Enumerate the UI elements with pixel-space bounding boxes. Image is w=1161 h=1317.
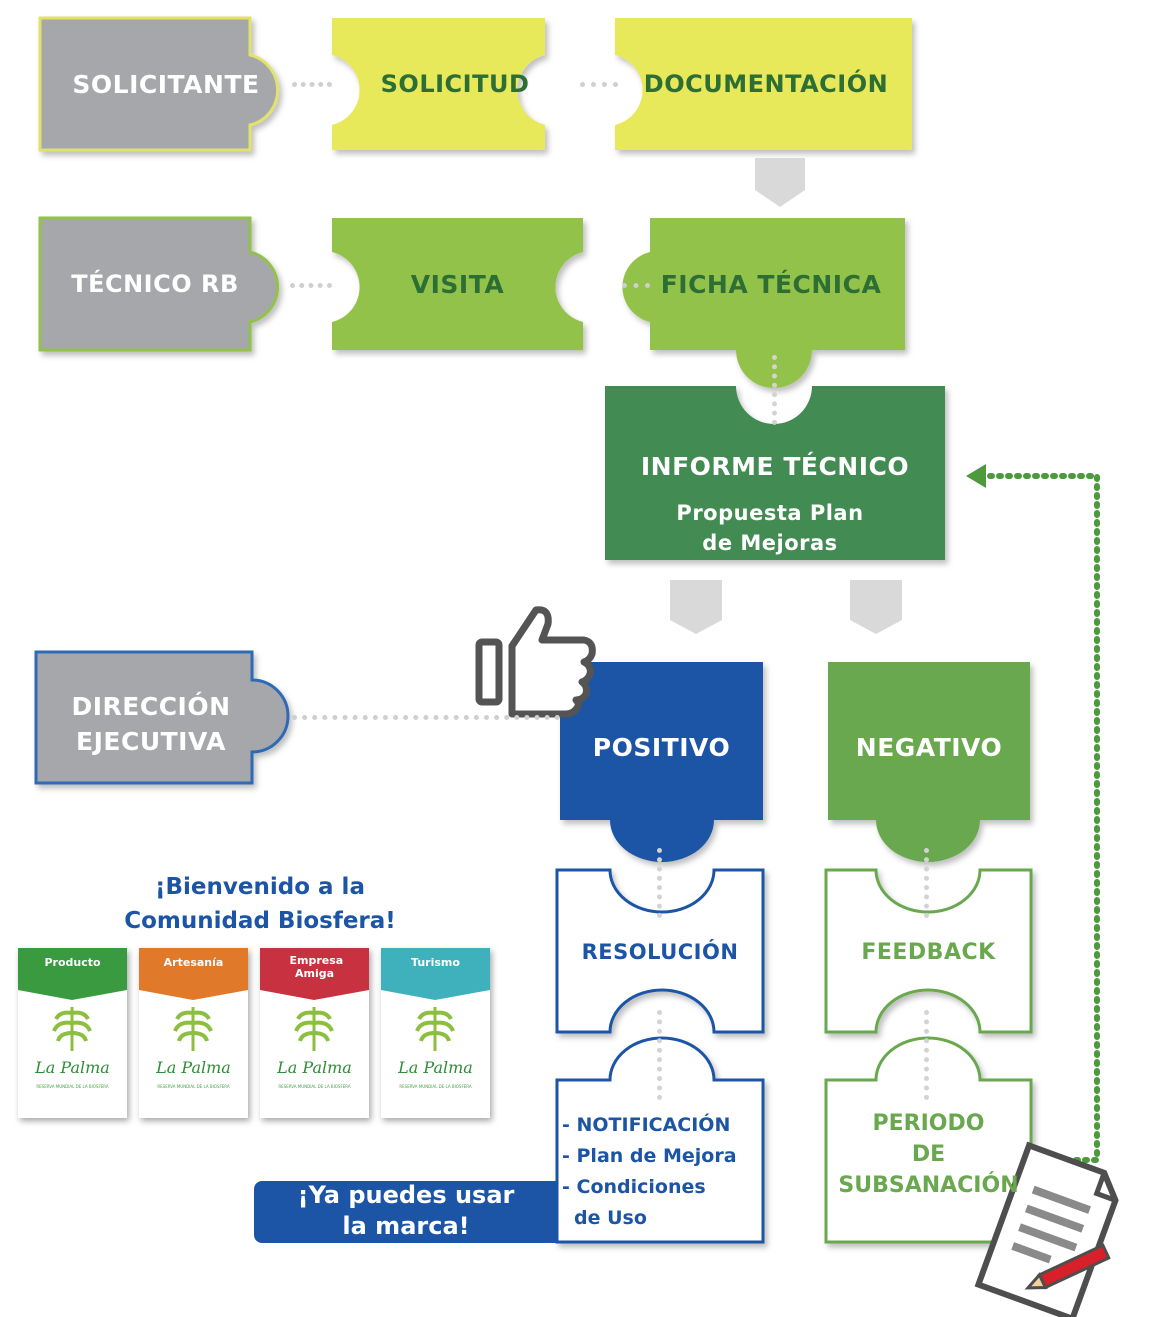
ficha-label: FICHA TÉCNICA: [660, 269, 882, 299]
feedback-piece: [824, 868, 1033, 1034]
card-brand: La Palma: [398, 1058, 473, 1077]
notificacion-line3: - Condiciones: [562, 1176, 706, 1198]
solicitud-piece: [332, 18, 545, 150]
notificacion-line2: - Plan de Mejora: [562, 1145, 737, 1167]
thumbs-up-icon: [475, 606, 596, 718]
connector-positivo-resolucion: [657, 848, 662, 918]
chevron-down-icon: [670, 580, 722, 634]
tecnico-label: TÉCNICO RB: [71, 270, 239, 298]
direccion-line1: DIRECCIÓN: [71, 691, 231, 721]
informe-subtitle-line1: Propuesta Plan: [676, 501, 864, 525]
banner-line1: ¡Ya puedes usar: [297, 1181, 515, 1209]
arrow-left-icon: [966, 464, 986, 488]
card-label: Empresa Amiga: [289, 954, 344, 980]
connector-negativo-feedback: [924, 848, 929, 918]
banner-line2: la marca!: [342, 1212, 470, 1240]
informe-subtitle-line2: de Mejoras: [702, 531, 838, 555]
informe-piece: [605, 386, 945, 560]
card-header: Turismo: [381, 948, 490, 1000]
card-sub: RESERVA MUNDIAL DE LA BIOSFERA: [399, 1084, 472, 1089]
document-pencil-icon: [974, 1141, 1119, 1317]
solicitante-piece: [38, 16, 280, 152]
card-brand: La Palma: [277, 1058, 352, 1077]
welcome-line1: ¡Bienvenido a la: [155, 874, 365, 900]
connector-direccion-positivo: [292, 715, 560, 720]
tecnico-piece: [38, 216, 280, 352]
leaf-logo-icon: [294, 1007, 334, 1051]
welcome-text: ¡Bienvenido a la Comunidad Biosfera!: [70, 870, 450, 938]
card-sub: RESERVA MUNDIAL DE LA BIOSFERA: [278, 1084, 351, 1089]
card-header: Artesanía: [139, 948, 248, 1000]
card-label: Turismo: [411, 956, 460, 969]
connector-visita-ficha: [622, 283, 650, 288]
welcome-line2: Comunidad Biosfera!: [124, 908, 396, 934]
card-label: Producto: [44, 956, 101, 969]
documentacion-piece: [615, 18, 912, 150]
connector-resolucion-notificacion: [657, 1010, 662, 1100]
visita-piece: [332, 218, 583, 350]
notificacion-line1: - NOTIFICACIÓN: [562, 1114, 731, 1136]
connector-ficha-informe: [772, 355, 777, 425]
card-label: Artesanía: [163, 956, 224, 969]
card-brand: La Palma: [156, 1058, 231, 1077]
card-artesania: Artesanía La Palma RESERVA MUNDIAL DE LA…: [139, 948, 248, 1118]
marca-banner: ¡Ya puedes usar la marca!: [256, 1180, 556, 1242]
leaf-logo-icon: [173, 1007, 213, 1051]
periodo-line2: DE: [911, 1142, 946, 1167]
feedback-label: FEEDBACK: [861, 939, 996, 965]
connector-tecnico-visita: [290, 283, 332, 288]
card-producto: Producto La Palma RESERVA MUNDIAL DE LA …: [18, 948, 127, 1118]
positivo-label: POSITIVO: [592, 732, 731, 762]
resolucion-label: RESOLUCIÓN: [581, 940, 739, 964]
resolucion-piece: [555, 868, 765, 1034]
visita-label: VISITA: [410, 269, 505, 299]
marca-banner-shape: [254, 1181, 557, 1243]
positivo-piece: [560, 662, 763, 862]
notificacion-line4: de Uso: [574, 1207, 647, 1229]
negativo-piece: [828, 662, 1030, 862]
leaf-logo-icon: [415, 1007, 455, 1051]
connector-feedback-periodo: [924, 1010, 929, 1100]
solicitud-label: SOLICITUD: [380, 70, 530, 98]
chevron-down-icon: [850, 580, 902, 634]
negativo-label: NEGATIVO: [855, 732, 1003, 762]
periodo-list: PERIODO DE SUBSANACIÓN: [826, 1108, 1031, 1201]
card-sub: RESERVA MUNDIAL DE LA BIOSFERA: [36, 1084, 109, 1089]
card-brand: La Palma: [35, 1058, 110, 1077]
ficha-piece: [622, 218, 905, 388]
informe-title: INFORME TÉCNICO: [640, 451, 910, 481]
card-empresa-amiga: Empresa Amiga La Palma RESERVA MUNDIAL D…: [260, 948, 369, 1118]
leaf-logo-icon: [52, 1007, 92, 1051]
periodo-piece: [824, 1036, 1033, 1244]
card-header: Producto: [18, 948, 127, 1000]
chevron-down-icon: [755, 158, 805, 207]
card-sub: RESERVA MUNDIAL DE LA BIOSFERA: [157, 1084, 230, 1089]
periodo-line3: SUBSANACIÓN: [838, 1173, 1019, 1198]
card-header: Empresa Amiga: [260, 948, 369, 1000]
direccion-line2: EJECUTIVA: [76, 726, 226, 756]
card-turismo: Turismo La Palma RESERVA MUNDIAL DE LA B…: [381, 948, 490, 1118]
notificacion-list: - NOTIFICACIÓN - Plan de Mejora - Condic…: [562, 1110, 762, 1234]
connector-solicitante-solicitud: [292, 82, 332, 87]
connector-solicitud-documentacion: [580, 82, 618, 87]
documentacion-label: DOCUMENTACIÓN: [643, 70, 889, 98]
direccion-piece: [34, 650, 290, 785]
periodo-line1: PERIODO: [872, 1111, 985, 1136]
solicitante-label: SOLICITANTE: [72, 69, 260, 99]
notificacion-piece: [555, 1036, 765, 1244]
